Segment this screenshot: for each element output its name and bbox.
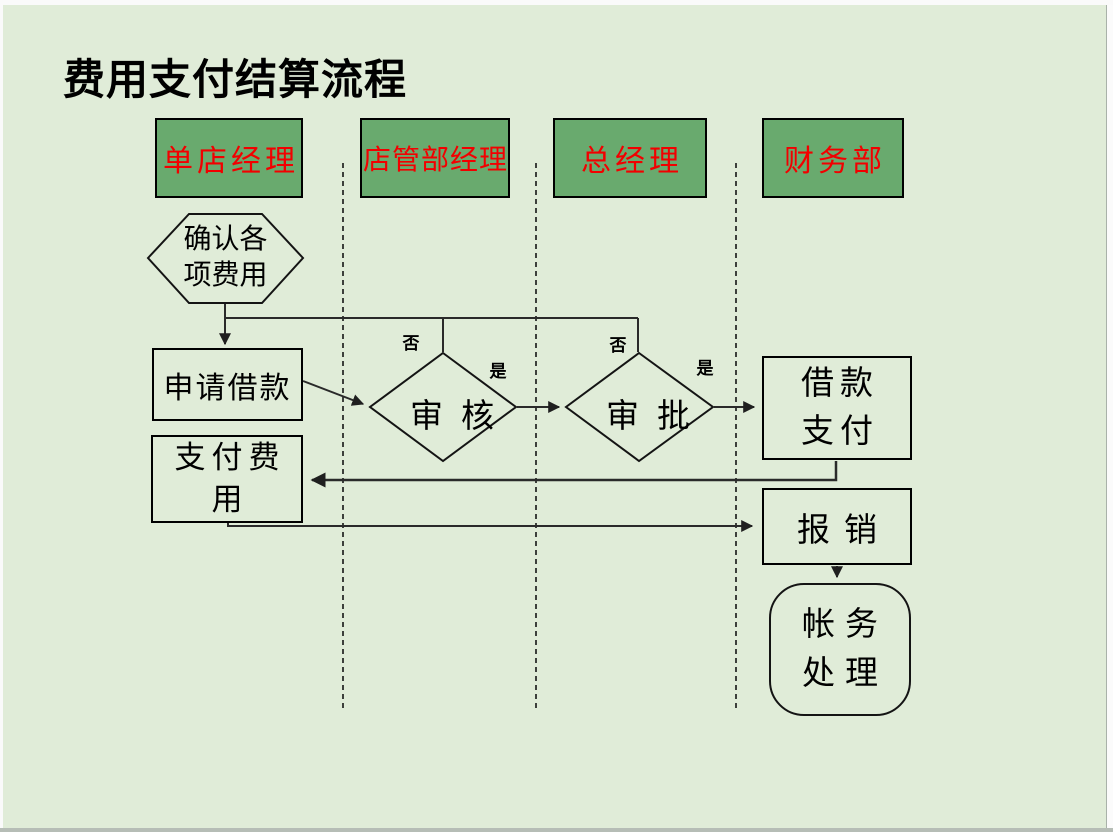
node-label: 支付费 xyxy=(174,440,286,475)
lane-header-general-manager: 总经理 xyxy=(553,118,707,198)
node-apply-loan: 申请借款 xyxy=(152,348,303,421)
node-label: 审核 xyxy=(410,399,512,435)
slide-title: 费用支付结算流程 xyxy=(63,56,408,103)
label-line: 项费用 xyxy=(183,260,268,291)
decision-label-review-yes: 是 xyxy=(489,362,507,381)
decision-label-approve-yes: 是 xyxy=(696,359,714,378)
node-label: 申请借款 xyxy=(163,371,292,405)
lane-header-label: 店管部经理 xyxy=(363,145,509,176)
node-approve-label: 审批 xyxy=(566,389,730,437)
lane-header-finance-dept: 财务部 xyxy=(762,118,904,198)
node-reimburse: 报销 xyxy=(762,488,912,565)
review-diamond-shape xyxy=(368,351,518,463)
lane-header-label: 单店经理 xyxy=(163,145,299,178)
node-review-label: 审核 xyxy=(370,389,534,437)
accounting-terminator-shape xyxy=(769,583,911,716)
node-label: 用 xyxy=(211,482,243,517)
lane-header-store-dept-manager: 店管部经理 xyxy=(360,118,510,198)
node-loan-payment: 借款 支付 xyxy=(762,356,912,460)
node-label: 处理 xyxy=(802,655,888,692)
window-edge-top xyxy=(0,0,1113,5)
lane-header-label: 财务部 xyxy=(784,145,886,178)
connector-loanpay-to-payexpense xyxy=(310,461,838,488)
window-edge-bottom xyxy=(0,828,1113,832)
node-pay-expense: 支付费 用 xyxy=(151,435,303,523)
node-accounting-label: 帐务 处理 xyxy=(770,584,910,715)
approve-diamond-shape xyxy=(564,351,715,463)
node-label: 报销 xyxy=(797,512,891,549)
node-label: 帐务 xyxy=(802,606,888,643)
window-edge-right xyxy=(1106,5,1113,828)
lane-header-label: 总经理 xyxy=(581,145,683,178)
node-label: 审批 xyxy=(606,399,708,435)
lane-header-store-manager: 单店经理 xyxy=(155,118,303,198)
label-line: 确认各 xyxy=(183,224,268,255)
connector-payexpense-to-reimburse xyxy=(227,520,754,532)
confirm-hexagon-shape xyxy=(146,213,305,304)
node-label: 支付 xyxy=(801,414,879,450)
window-edge-left xyxy=(0,5,3,828)
node-confirm-expenses-label: 确认各 项费用 xyxy=(148,222,303,294)
node-label: 借款 xyxy=(801,366,879,402)
decision-label-review-no: 否 xyxy=(402,334,420,353)
connector-apply-to-review xyxy=(302,380,365,406)
decision-label-approve-no: 否 xyxy=(609,336,627,355)
